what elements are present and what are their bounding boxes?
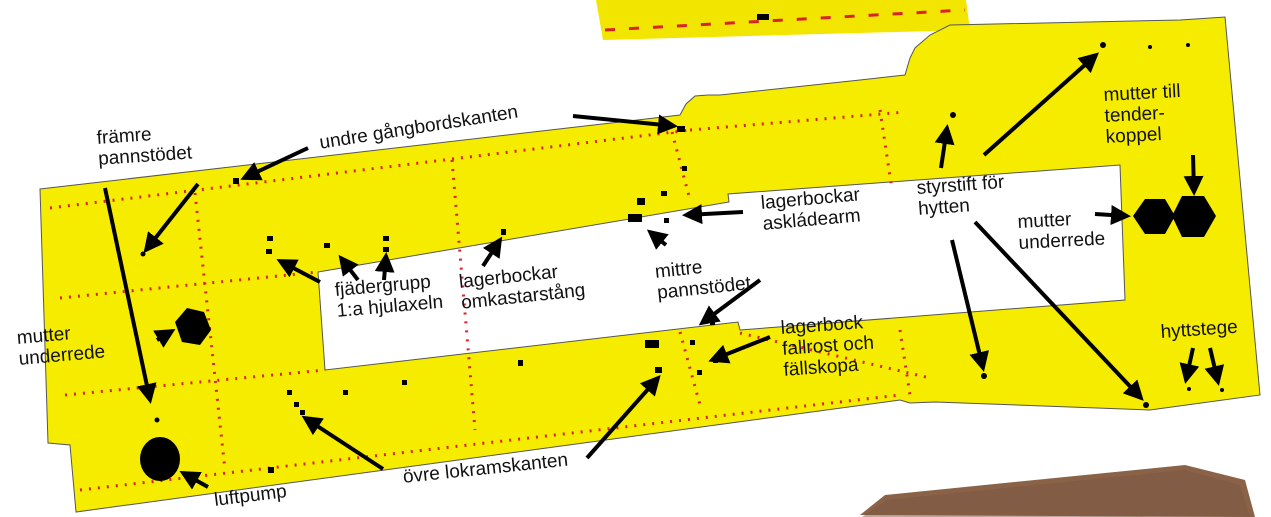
- label-mutter-underrede-left: mutter underrede: [16, 323, 106, 370]
- leather-piece: [860, 465, 1255, 517]
- label-lagerbock-fallrost: lagerbock fallrost och fällskopa: [780, 312, 875, 381]
- label-styrstift: styrstift för hytten: [916, 171, 1005, 220]
- label-mutter-tender: mutter till tender- koppel: [1103, 80, 1182, 148]
- nut-underrede-left-hexagon: [175, 308, 211, 345]
- nut-underrede-right-hexagon: [1133, 199, 1175, 234]
- label-framre-pannstodet: främre pannstödet: [96, 124, 193, 170]
- rivet-lines: [49, 109, 931, 492]
- label-lagerbockar-askladearm: lagerbockar askládearm: [760, 184, 862, 235]
- air-pump-circle: [140, 437, 180, 481]
- label-mutter-underrede-right: mutter underrede: [1017, 209, 1106, 254]
- upper-sheet-strip: [596, 0, 970, 40]
- nut-tender-hexagon: [1172, 196, 1216, 237]
- frame-sheet: [39, 16, 1261, 513]
- rivet-marks: [140, 42, 1224, 473]
- leader-arrows: [103, 52, 1225, 490]
